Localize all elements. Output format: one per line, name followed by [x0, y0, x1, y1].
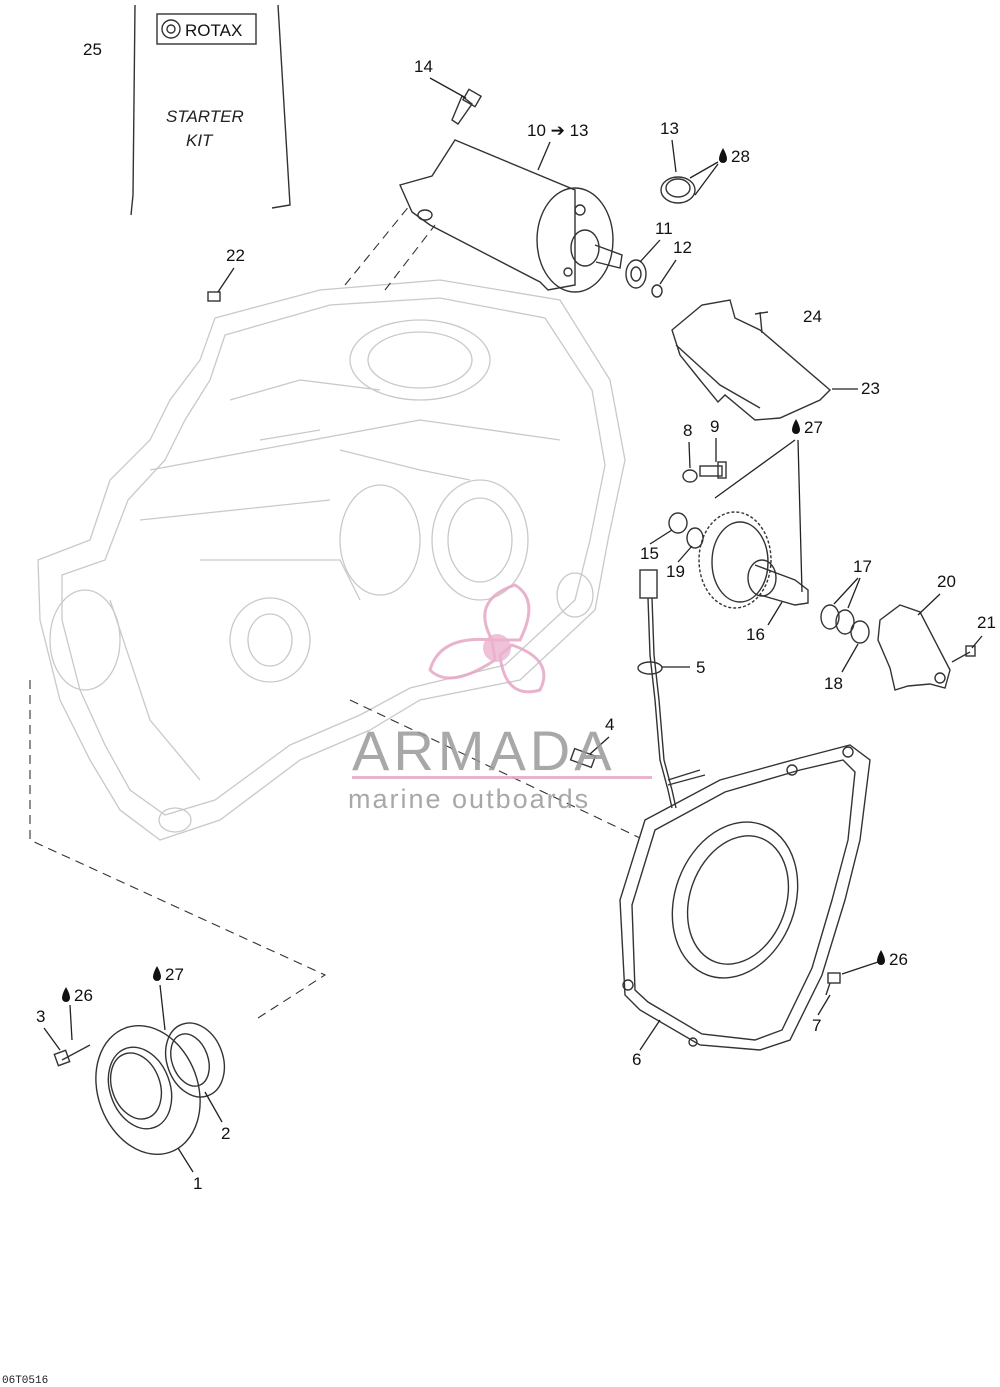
armada-watermark: ARMADA marine outboards	[348, 583, 652, 814]
callout-16: 16	[746, 625, 765, 644]
lubricant-26-left: 26	[62, 986, 93, 1041]
callout-22: 22	[226, 246, 245, 265]
callout-1: 1	[193, 1174, 202, 1193]
rotax-logo-icon	[161, 19, 181, 39]
callout-8: 8	[683, 421, 692, 440]
callout-25: 25	[83, 40, 102, 59]
starter-pinion-gear	[625, 259, 647, 289]
lubricant-27-bottom-label: 27	[165, 965, 184, 984]
callout-17: 17	[853, 557, 872, 576]
lubricant-27-top: 27	[714, 418, 823, 593]
bushing	[668, 512, 688, 534]
lubricant-28: 28	[689, 147, 750, 196]
callout-4: 4	[605, 715, 614, 734]
callout-10-13: 10 ➔ 13	[527, 121, 589, 140]
starter-kit-box: ROTAX STARTER KIT	[130, 4, 291, 216]
wiring-harness	[637, 569, 706, 809]
drop-icon	[792, 419, 800, 434]
grommet	[637, 661, 663, 675]
plug	[207, 291, 221, 302]
kit-title-line1: STARTER	[166, 107, 244, 126]
callout-9: 9	[710, 417, 719, 436]
kit-brand: ROTAX	[185, 21, 242, 40]
callout-7: 7	[812, 1016, 821, 1035]
drawing-reference: 06T0516	[2, 1375, 48, 1387]
cover-screw-7	[825, 972, 841, 996]
drop-icon	[62, 987, 70, 1002]
kit-title-line2: KIT	[186, 131, 214, 150]
drop-icon	[877, 950, 885, 965]
lubricant-callouts: 28 27 26 27 26	[62, 147, 908, 1041]
watermark-rule	[352, 776, 652, 779]
gear-bracket	[877, 604, 951, 691]
o-ring	[660, 176, 696, 204]
gear-cover	[671, 299, 832, 421]
drop-icon	[719, 148, 727, 163]
callout-6: 6	[632, 1050, 641, 1069]
callout-20: 20	[937, 572, 956, 591]
callout-2: 2	[221, 1124, 230, 1143]
starter-screw	[451, 88, 483, 125]
callout-13: 13	[660, 119, 679, 138]
callout-19: 19	[666, 562, 685, 581]
washer-17a	[820, 604, 840, 630]
thrust-washer	[686, 527, 704, 549]
oil-seal	[164, 1022, 226, 1098]
engine-cover	[619, 744, 871, 1051]
watermark-name: ARMADA	[352, 719, 616, 782]
engine-crankcase	[37, 279, 626, 841]
callout-18: 18	[824, 674, 843, 693]
callout-23: 23	[861, 379, 880, 398]
callouts: 25 14 10 ➔ 13 13 11 12 22 24 23 8 9 15 1…	[36, 40, 996, 1193]
lubricant-26-right-label: 26	[889, 950, 908, 969]
bracket-screw	[951, 645, 976, 663]
gear-bolt	[699, 461, 727, 479]
lubricant-27-bottom: 27	[153, 965, 184, 1031]
washer-18	[850, 620, 870, 644]
callout-24: 24	[803, 307, 822, 326]
harness-connector	[639, 569, 658, 599]
rotax-logo-box	[156, 13, 257, 45]
washer	[682, 469, 698, 483]
flange-screw	[53, 1044, 91, 1067]
watermark-tagline: marine outboards	[348, 784, 590, 814]
lubricant-28-label: 28	[731, 147, 750, 166]
drop-icon	[153, 966, 161, 981]
callout-3: 3	[36, 1007, 45, 1026]
callout-11: 11	[655, 219, 673, 238]
callout-21: 21	[977, 613, 996, 632]
callout-5: 5	[696, 658, 705, 677]
starter-drive-gear	[698, 511, 809, 609]
lubricant-27-top-label: 27	[804, 418, 823, 437]
propeller-logo-icon	[428, 583, 546, 694]
circlip	[651, 284, 663, 298]
callout-14: 14	[414, 57, 433, 76]
bearing-flange	[95, 1024, 201, 1156]
callout-12: 12	[673, 238, 692, 257]
lubricant-26-left-label: 26	[74, 986, 93, 1005]
lubricant-26-right: 26	[841, 950, 908, 975]
starter-motor	[399, 139, 623, 293]
assembly-guide-lines	[29, 204, 641, 1019]
cover-screw	[754, 311, 769, 334]
sensor-screw	[569, 747, 597, 769]
callout-15: 15	[640, 544, 659, 563]
washer-17b	[835, 609, 855, 635]
